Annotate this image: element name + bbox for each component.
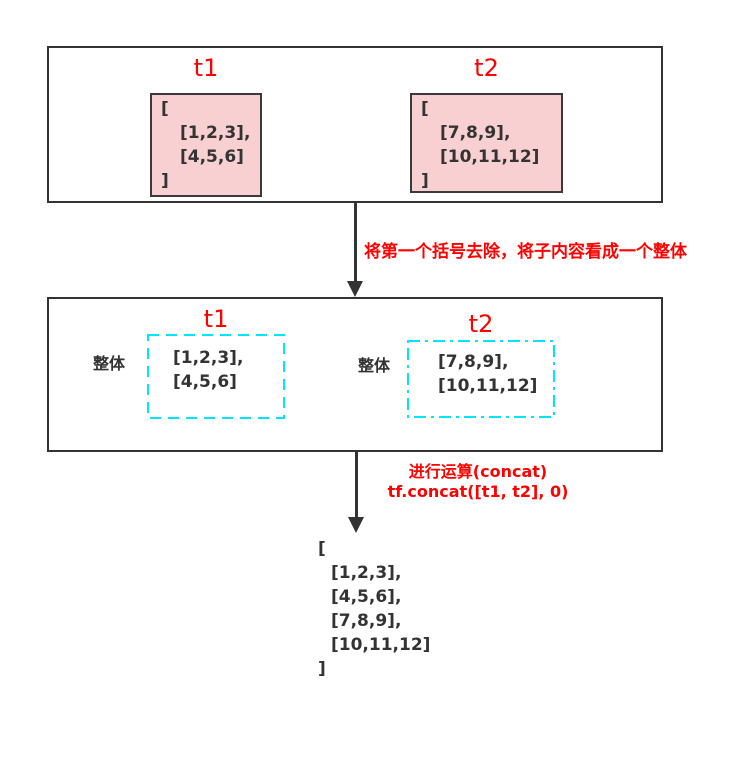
matrix-line: ] bbox=[318, 659, 326, 679]
matrix-line: [7,8,9], bbox=[331, 611, 402, 631]
matrix-line: [7,8,9], bbox=[440, 123, 511, 143]
step2-caption-line2: tf.concat([t1, t2], 0) bbox=[387, 482, 569, 501]
matrix-line: [4,5,6] bbox=[180, 147, 244, 167]
t1-matrix-box: [ [1,2,3], [4,5,6] ] bbox=[150, 93, 262, 197]
step2-caption: 进行运算(concat) tf.concat([t1, t2], 0) bbox=[378, 462, 578, 502]
down-arrow-head-icon-2 bbox=[348, 517, 364, 533]
matrix-line: [10,11,12] bbox=[438, 376, 538, 396]
input-tensors-box: t1 [ [1,2,3], [4,5,6] ] t2 [ [7,8,9], [1… bbox=[47, 46, 663, 203]
matrix-line: [ bbox=[318, 539, 326, 559]
matrix-line: ] bbox=[161, 171, 169, 191]
matrix-line: ] bbox=[421, 171, 429, 191]
down-arrow-icon-1 bbox=[354, 202, 357, 284]
down-arrow-head-icon-1 bbox=[347, 281, 363, 297]
matrix-line: [1,2,3], bbox=[331, 563, 402, 583]
matrix-line: [ bbox=[421, 99, 429, 119]
matrix-line: [ bbox=[161, 99, 169, 119]
whole-view-box: 整体 t1 [1,2,3], [4,5,6] 整体 t2 [7,8,9], [1… bbox=[47, 297, 663, 452]
whole-label-left: 整体 bbox=[93, 354, 126, 373]
t2-whole-box: [7,8,9], [10,11,12] bbox=[407, 340, 555, 418]
dashed-border-icon bbox=[147, 334, 285, 419]
matrix-line: [10,11,12] bbox=[331, 635, 431, 655]
matrix-line: [1,2,3], bbox=[173, 348, 244, 368]
matrix-line: [4,5,6] bbox=[173, 372, 237, 392]
matrix-line: [1,2,3], bbox=[180, 123, 251, 143]
whole-label-right: 整体 bbox=[358, 356, 391, 375]
result-matrix: [ [1,2,3], [4,5,6], [7,8,9], [10,11,12] … bbox=[318, 537, 430, 681]
step1-caption: 将第一个括号去除，将子内容看成一个整体 bbox=[364, 242, 687, 262]
t1-whole-box: [1,2,3], [4,5,6] bbox=[147, 334, 285, 419]
t1-label-middle: t1 bbox=[203, 305, 229, 333]
matrix-line: [4,5,6], bbox=[331, 587, 402, 607]
dash-dot-border-icon bbox=[407, 340, 555, 418]
t2-label-middle: t2 bbox=[468, 310, 494, 338]
t1-label-top: t1 bbox=[193, 54, 219, 82]
matrix-line: [10,11,12] bbox=[440, 147, 540, 167]
down-arrow-icon-2 bbox=[355, 452, 358, 518]
step2-caption-line1: 进行运算(concat) bbox=[408, 462, 548, 481]
matrix-line: [7,8,9], bbox=[438, 352, 509, 372]
t2-matrix-box: [ [7,8,9], [10,11,12] ] bbox=[410, 93, 563, 193]
t2-label-top: t2 bbox=[474, 54, 499, 82]
